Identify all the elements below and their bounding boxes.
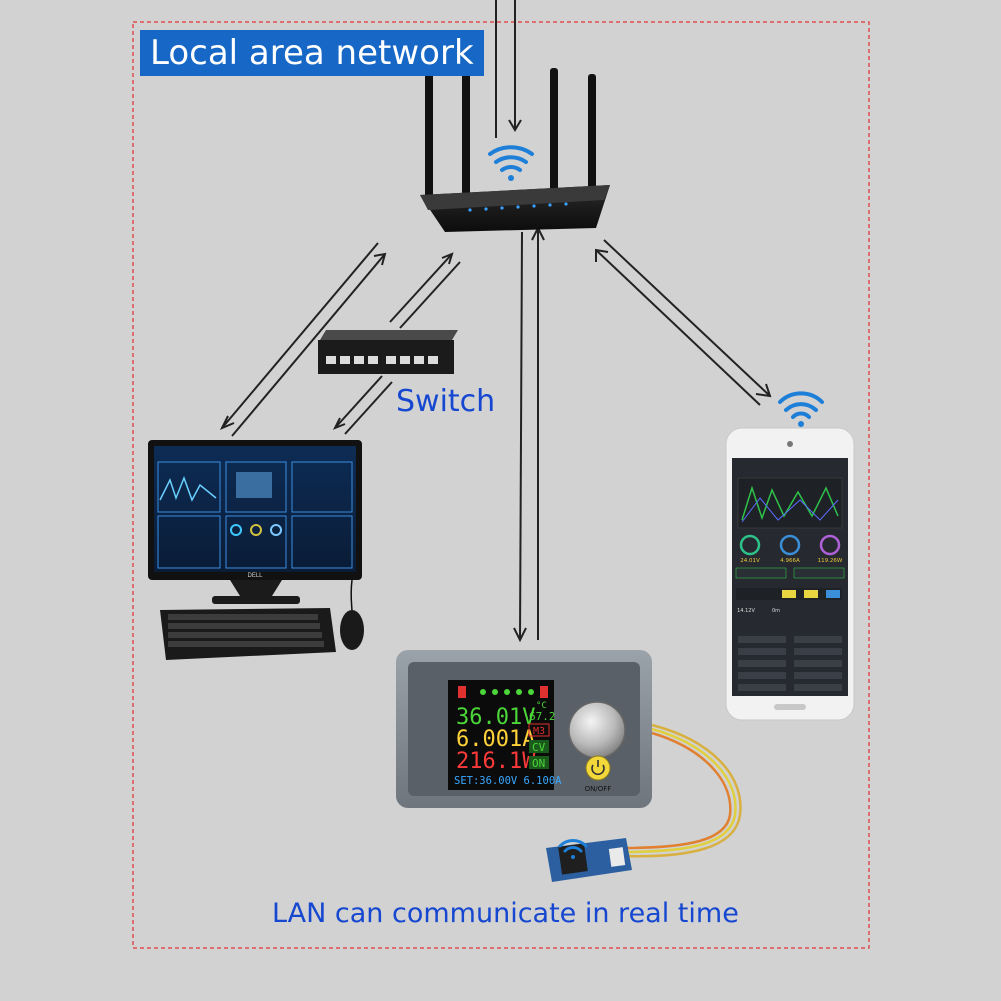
- app-time: 0m: [772, 608, 780, 614]
- lan-boundary: [132, 21, 870, 949]
- monitor-brand: DELL: [247, 573, 263, 579]
- psu-current: 6.001A: [456, 727, 535, 752]
- psu-power: 216.1W: [456, 749, 536, 774]
- power-button-label: ON/OFF: [585, 785, 612, 793]
- wifi-module: [546, 838, 632, 882]
- psu-temp-unit: °C: [536, 701, 547, 711]
- wifi-icon: [488, 145, 534, 181]
- app-power: 119.26W: [818, 558, 843, 564]
- wifi-icon: [778, 391, 824, 427]
- smartphone: 24.01V 4.966A 119.26W 14.12V 0m: [725, 427, 855, 721]
- mouse: [340, 579, 364, 650]
- power-icon: [591, 760, 605, 776]
- app-current: 4.966A: [780, 558, 800, 564]
- psu-set-line: SET:36.00V 6.100A: [454, 775, 562, 787]
- internet-link: [495, 0, 522, 138]
- module-cable: [621, 723, 742, 858]
- power-button[interactable]: [585, 755, 611, 781]
- app-voltage-set: 14.12V: [737, 608, 755, 614]
- psu-temperature: 67.2: [529, 710, 556, 723]
- adjust-knob[interactable]: [568, 701, 626, 759]
- app-voltage: 24.01V: [740, 558, 760, 564]
- wifi-router: [420, 68, 610, 232]
- connection-arrows: [219, 225, 772, 643]
- psu-mode: CV: [532, 741, 546, 754]
- wifi-icon: [558, 839, 588, 859]
- diagram-caption: LAN can communicate in real time: [272, 898, 739, 929]
- network-switch: [318, 330, 458, 374]
- psu-preset: M3: [533, 726, 545, 737]
- diagram-title: Local area network: [140, 30, 484, 76]
- desktop-monitor: DELL: [148, 440, 362, 604]
- power-supply-module: 36.01V 6.001A 216.1W °C 67.2 M3 CV ON SE…: [396, 650, 652, 808]
- switch-label: Switch: [396, 384, 496, 419]
- psu-output-state: ON: [532, 757, 545, 770]
- psu-voltage: 36.01V: [456, 705, 535, 730]
- keyboard: [160, 608, 336, 660]
